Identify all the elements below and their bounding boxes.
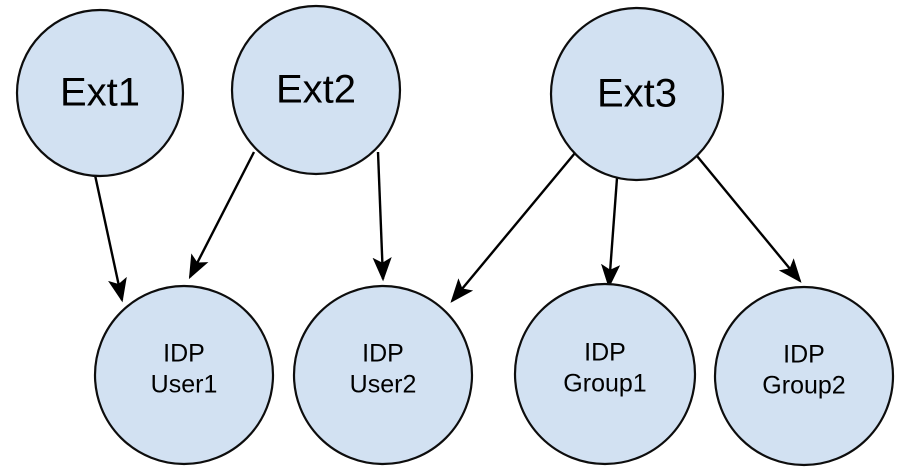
node-idp-user1-label-line2: User1: [151, 371, 218, 399]
node-idp-user2-label-line2: User2: [350, 371, 417, 399]
node-ext1-circle[interactable]: [15, 8, 185, 178]
edge-ext2-to-idp-user1: [188, 151, 256, 280]
node-ext3-label: Ext3: [597, 72, 677, 116]
edge-ext2-to-idp-user2: [372, 151, 392, 282]
node-idp-user2-circle[interactable]: [292, 284, 474, 466]
edge-ext1-to-idp-user1: [93, 174, 127, 303]
node-idp-group1[interactable]: IDP Group1: [513, 282, 697, 466]
node-ext3-circle[interactable]: [549, 6, 725, 182]
node-idp-user2-label-line1: IDP: [362, 340, 404, 368]
edge-ext3-to-idp-group2: [696, 155, 802, 283]
node-idp-group2-circle[interactable]: [713, 285, 895, 467]
node-ext3[interactable]: Ext3: [549, 6, 725, 182]
node-ext1[interactable]: Ext1: [15, 8, 185, 178]
node-idp-group1-label-line2: Group1: [563, 370, 646, 398]
node-idp-user1-label-line1: IDP: [163, 340, 205, 368]
node-ext2-label: Ext2: [276, 68, 356, 112]
node-layer: Ext1 Ext2 Ext3 IDP User1 IDP User2: [15, 4, 895, 467]
node-idp-group2-label-line2: Group2: [762, 372, 845, 400]
edge-ext3-to-idp-group1: [601, 177, 621, 289]
node-idp-user1-circle[interactable]: [93, 284, 275, 466]
node-ext2[interactable]: Ext2: [230, 4, 402, 176]
node-ext1-label: Ext1: [60, 71, 140, 115]
node-idp-group1-label-line1: IDP: [584, 339, 626, 367]
node-idp-user2[interactable]: IDP User2: [292, 284, 474, 466]
node-idp-user1[interactable]: IDP User1: [93, 284, 275, 466]
node-idp-group2[interactable]: IDP Group2: [713, 285, 895, 467]
edge-ext3-to-idp-user2: [450, 152, 576, 303]
node-idp-group2-label-line1: IDP: [783, 341, 825, 369]
node-ext2-circle[interactable]: [230, 4, 402, 176]
node-idp-group1-circle[interactable]: [513, 282, 697, 466]
edge-layer: [93, 151, 802, 303]
